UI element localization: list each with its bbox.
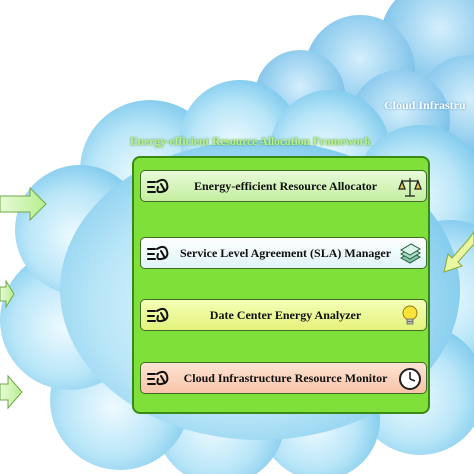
module-glyph-icon [147,307,169,323]
module-glyph-icon [147,370,169,386]
sla-manager-module: Service Level Agreement (SLA) Manager [140,237,427,269]
input-arrow-middle [0,279,15,309]
module-label: Date Center Energy Analyzer [209,307,362,322]
balance-scale-icon [398,178,422,197]
input-arrows [0,186,47,410]
module-label: Cloud Infrastructure Resource Monitor [183,370,388,385]
input-arrow-top [0,186,47,222]
document-stack-icon [400,243,421,264]
cloud-infrastructure-label: Cloud Infrastru [384,98,466,112]
resource-allocator-module: Energy-efficient Resource Allocator [140,170,427,202]
input-arrow-bottom [0,374,23,410]
framework-title: Energy-efficient Resource Allocation Fra… [130,136,371,148]
clock-icon [399,368,421,390]
lightbulb-icon [402,305,418,325]
module-glyph-icon [147,245,169,261]
module-glyph-icon [147,178,169,194]
module-label: Service Level Agreement (SLA) Manager [179,245,392,260]
energy-analyzer-module: Date Center Energy Analyzer [140,299,427,331]
right-input-arrow [443,231,474,273]
module-label: Energy-efficient Resource Allocator [193,178,378,193]
resource-monitor-module: Cloud Infrastructure Resource Monitor [140,362,427,394]
